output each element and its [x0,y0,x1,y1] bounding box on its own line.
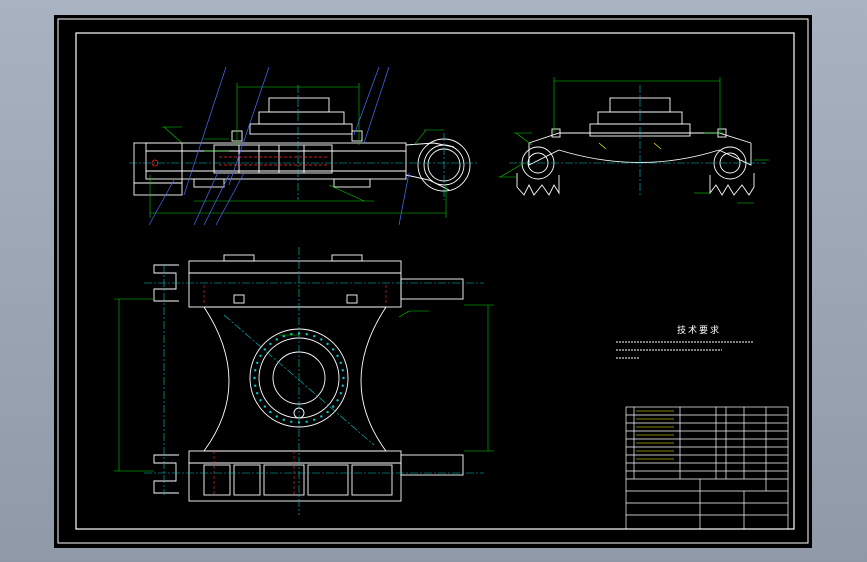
front-view-leaders [148,66,410,226]
bolt-hole [256,392,259,395]
plan-view [153,254,464,502]
bolt-hole [320,338,323,341]
bolt-hole [269,342,272,346]
plan-view-hidden [203,285,387,495]
bolt-hole [259,399,262,402]
bolt-hole [305,333,308,336]
drawing-viewport[interactable]: 技术要求 [54,15,812,548]
bolt-hole [253,376,256,380]
bolt-hole [342,376,345,380]
front-view-centerlines [129,85,479,200]
plan-view-dimensions [114,298,494,472]
side-view-centerlines [509,85,766,195]
notes-title: 技术要求 [676,326,721,336]
side-view-highlight [598,142,662,150]
bolt-hole [282,418,285,421]
bolt-hole [256,361,259,364]
front-view [133,97,471,196]
bolt-hole [320,415,323,418]
inner-frame [75,32,795,530]
bolt-hole [331,405,335,408]
bolt-hole [269,410,272,414]
technical-notes: 技术要求 [614,323,804,336]
bolt-hole [305,420,308,423]
plan-view-centerlines [144,247,484,515]
bolt-hole [313,418,316,421]
bolt-hole [263,405,267,408]
bolt-hole [254,369,257,372]
bolt-hole [290,420,293,423]
bolt-hole [326,342,329,346]
bolt-hole [254,384,257,387]
notes-text-strokes [616,341,754,359]
bolt-hole [259,354,262,357]
bolt-hole [313,335,316,338]
cad-drawing [57,18,809,544]
parts-list-highlight [636,410,674,460]
bolt-hole [282,335,285,338]
bolt-hole [339,361,342,364]
side-view [516,97,755,196]
bolt-hole [336,399,339,402]
bolt-hole [331,348,335,351]
side-view-dimensions [498,77,769,204]
parts-list-and-title-block [625,406,789,530]
bolt-hole [336,354,339,357]
bolt-hole [341,384,344,387]
bolt-hole [339,392,342,395]
bolt-hole [275,338,278,341]
bolt-hole [275,415,278,418]
bolt-hole [326,410,329,414]
front-view-hidden [151,156,329,167]
bolt-hole [341,369,344,372]
outer-frame [57,18,809,544]
